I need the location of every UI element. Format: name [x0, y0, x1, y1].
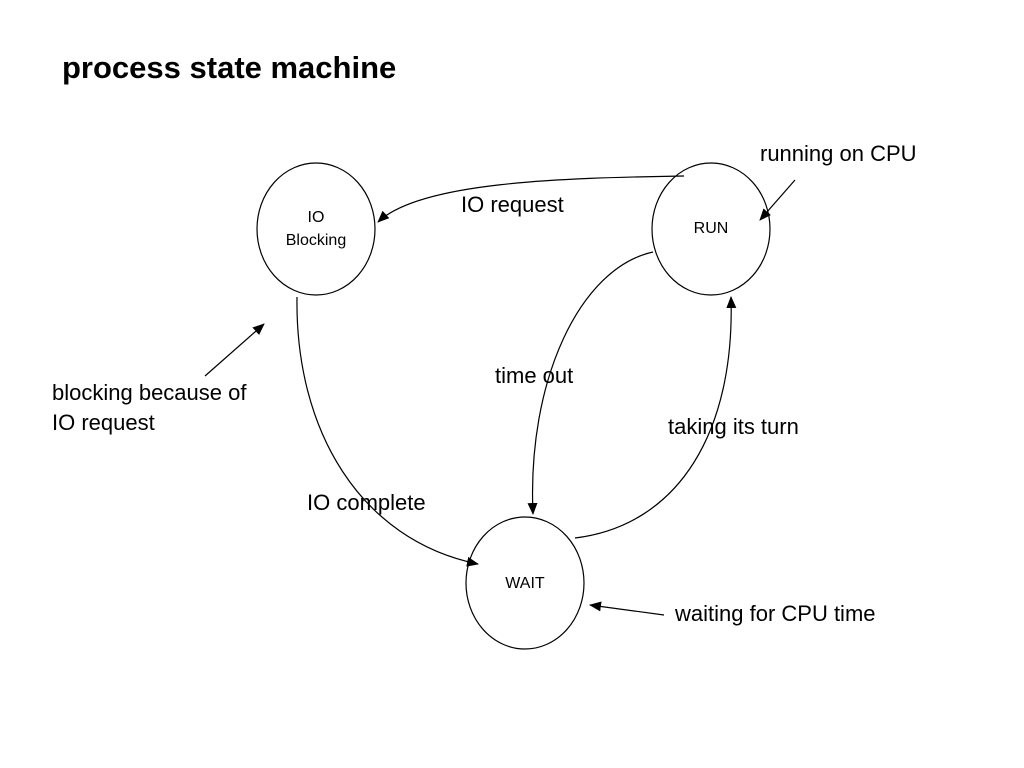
annotation-waiting-pointer — [589, 601, 665, 616]
state-io-blocking — [256, 162, 376, 296]
annotation-running-on-cpu-pointer — [759, 179, 796, 221]
annotation-blocking-pointer — [204, 323, 265, 377]
annotation-blocking-line1: blocking because of — [52, 380, 247, 405]
transition-io-request-label: IO request — [461, 192, 564, 217]
annotation-blocking-line2: IO request — [52, 410, 155, 435]
transition-time-out-label: time out — [495, 363, 574, 388]
annotation-running-on-cpu: running on CPU — [760, 141, 917, 166]
state-io-blocking-label-line2: Blocking — [286, 232, 346, 249]
page-title: process state machine — [62, 50, 397, 85]
state-run-label: RUN — [694, 220, 729, 237]
state-io-blocking-label-line1: IO — [308, 209, 325, 226]
state-wait — [465, 516, 585, 650]
annotation-waiting-for-cpu: waiting for CPU time — [675, 601, 876, 626]
state-wait-label: WAIT — [505, 575, 545, 592]
transition-io-complete-arrow — [296, 296, 479, 567]
transition-taking-its-turn-label: taking its turn — [668, 414, 799, 439]
transition-io-request-arrow — [377, 175, 685, 223]
state-run — [651, 162, 771, 296]
transition-io-complete-label: IO complete — [307, 490, 426, 515]
transition-time-out-arrow — [527, 251, 654, 515]
transition-taking-its-turn-arrow — [574, 296, 737, 539]
